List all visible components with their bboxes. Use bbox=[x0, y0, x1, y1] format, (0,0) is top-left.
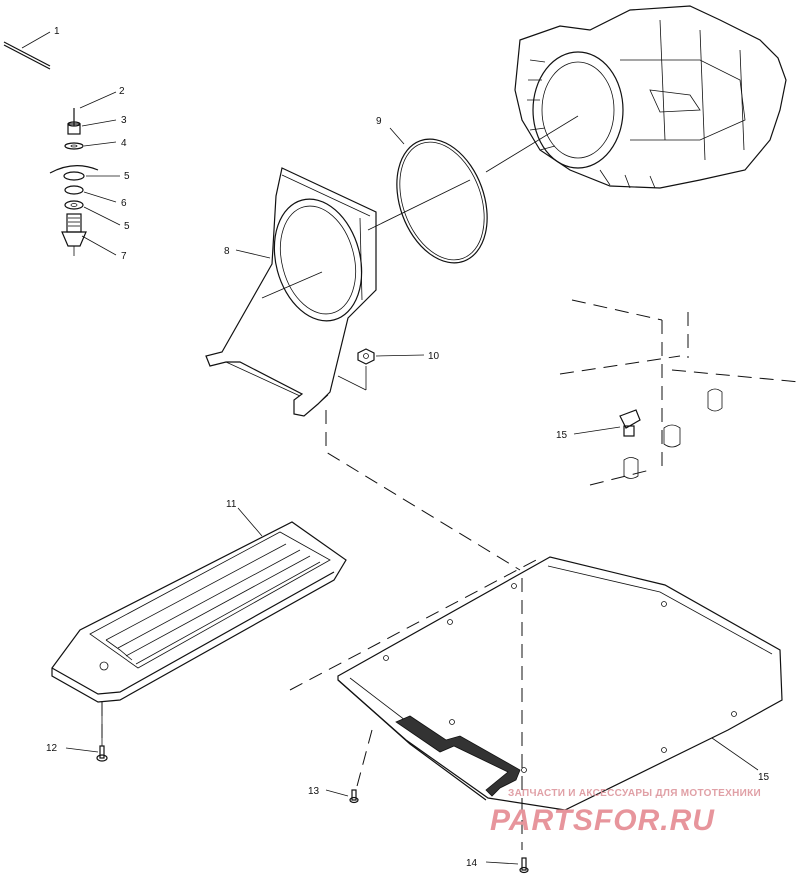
callout-3: 3 bbox=[121, 115, 127, 126]
part-13-screw bbox=[349, 789, 359, 804]
callout-9: 9 bbox=[376, 116, 382, 127]
callout-8: 8 bbox=[224, 246, 230, 257]
part-1-rod bbox=[3, 31, 51, 70]
watermark: ЗАПЧАСТИ И АКСЕССУАРЫ ДЛЯ МОТОТЕХНИКИ PA… bbox=[490, 788, 761, 837]
part-11-ride-plate bbox=[51, 521, 347, 703]
callout-12: 12 bbox=[46, 743, 58, 754]
callout-4: 4 bbox=[121, 138, 127, 149]
callout-7: 7 bbox=[121, 251, 127, 262]
assembly-guide-lines bbox=[101, 410, 541, 850]
callout-15: 15 bbox=[758, 772, 770, 783]
part-14-screw bbox=[519, 857, 529, 874]
part-10-nut bbox=[357, 348, 375, 365]
callout-14: 14 bbox=[466, 858, 478, 869]
callout-6: 6 bbox=[121, 198, 127, 209]
part-8-intake-adapter bbox=[205, 167, 377, 417]
pump-housing bbox=[514, 5, 787, 189]
fastener-stack bbox=[49, 108, 99, 256]
callout-16: 15 bbox=[556, 430, 568, 441]
callout-5-upper: 5 bbox=[124, 171, 130, 182]
part-16-plug bbox=[619, 409, 641, 437]
callout-1: 1 bbox=[54, 26, 60, 37]
callout-10: 10 bbox=[428, 351, 440, 362]
watermark-tagline: ЗАПЧАСТИ И АКСЕССУАРЫ ДЛЯ МОТОТЕХНИКИ bbox=[508, 788, 761, 799]
callout-11: 11 bbox=[226, 499, 237, 510]
part-15-plate bbox=[337, 556, 783, 811]
part-9-o-ring bbox=[396, 138, 488, 264]
hull-mount-box bbox=[559, 299, 800, 486]
callout-5-lower: 5 bbox=[124, 221, 130, 232]
callout-2: 2 bbox=[119, 86, 125, 97]
watermark-brand: PARTSFOR.RU bbox=[490, 804, 715, 837]
callout-13: 13 bbox=[308, 786, 320, 797]
